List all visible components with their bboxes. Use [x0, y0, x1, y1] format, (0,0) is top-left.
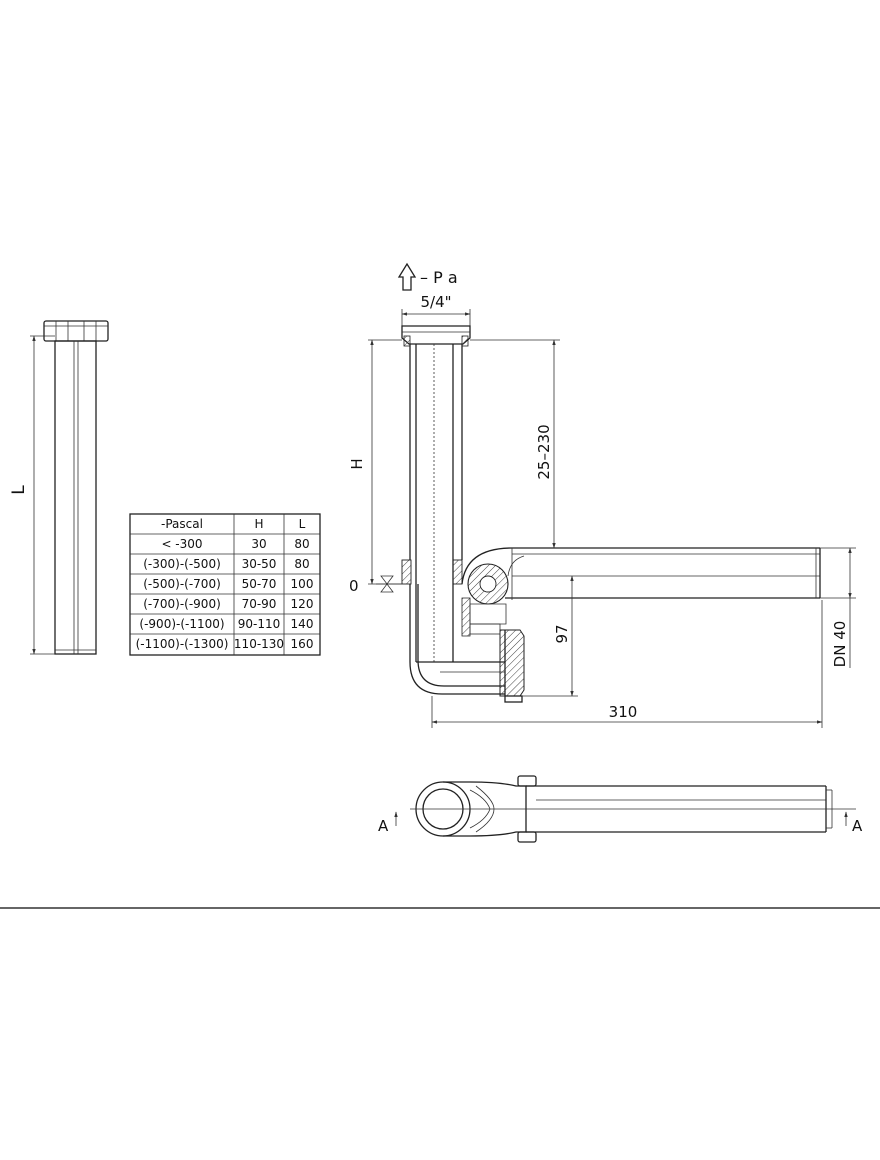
table-header-h: H [254, 517, 263, 531]
zero-level-label: 0 [349, 577, 359, 595]
table-cell: 70-90 [242, 597, 277, 611]
pressure-label: – P a [420, 268, 458, 287]
table-cell: (-900)-(-1100) [139, 617, 224, 631]
table-header-pascal: -Pascal [161, 517, 203, 531]
table-cell: 120 [291, 597, 314, 611]
table-cell: 80 [294, 557, 309, 571]
table-cell: 160 [291, 637, 314, 651]
table-cell: 100 [291, 577, 314, 591]
section-marker-right: A [852, 817, 863, 835]
siphon-section-view [368, 262, 856, 728]
table-cell: 90-110 [238, 617, 281, 631]
table-header-l: L [299, 517, 306, 531]
table-cell: 80 [294, 537, 309, 551]
thread-size-label: 5/4" [420, 293, 451, 311]
range-label: 25–230 [535, 424, 553, 479]
depth-label: 97 [553, 624, 571, 643]
pressure-table [129, 513, 321, 656]
section-marker-left: A [378, 817, 389, 835]
diameter-label: DN 40 [831, 621, 849, 668]
table-cell: < -300 [161, 537, 202, 551]
table-cell: 140 [291, 617, 314, 631]
table-cell: 50-70 [242, 577, 277, 591]
table-cell: 30-50 [242, 557, 277, 571]
pressure-table-text: -Pascal H L < -300 30 80 (-300)-(-500) 3… [136, 517, 314, 651]
table-cell: 110-130 [234, 637, 284, 651]
length-label: 310 [609, 703, 638, 721]
pipe-length-label: L [9, 485, 29, 495]
pressure-arrow-icon [397, 262, 417, 291]
standalone-pipe [30, 320, 109, 655]
table-cell: (-700)-(-900) [143, 597, 221, 611]
table-cell: 30 [251, 537, 266, 551]
siphon-top-view [394, 775, 856, 843]
height-label: H [348, 458, 366, 469]
table-cell: (-500)-(-700) [143, 577, 221, 591]
table-cell: (-1100)-(-1300) [136, 637, 229, 651]
table-cell: (-300)-(-500) [143, 557, 221, 571]
